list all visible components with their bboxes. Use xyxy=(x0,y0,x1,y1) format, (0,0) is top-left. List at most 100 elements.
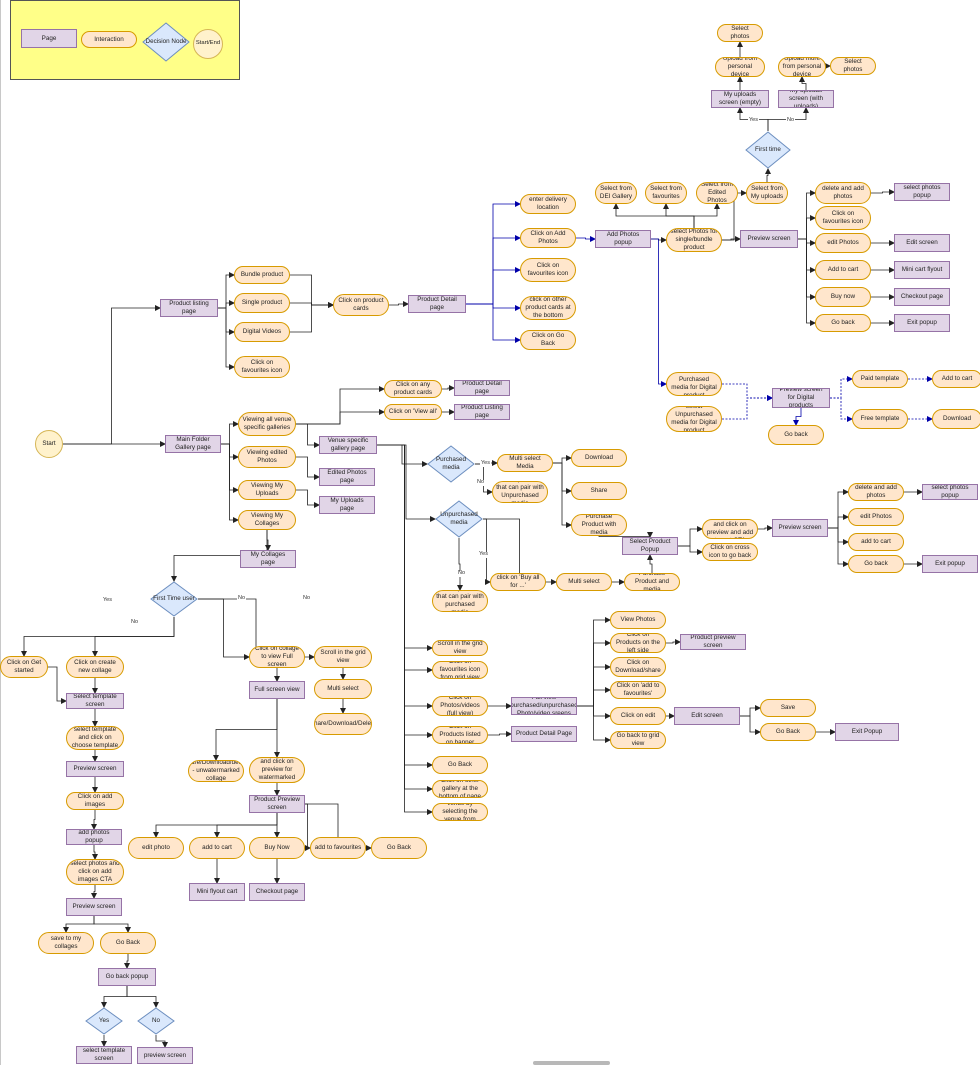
interaction-node-goback6: Go Back xyxy=(432,756,488,774)
interaction-node-clickcards: Click on product cards xyxy=(333,294,389,316)
interaction-node-selphaddimg: select photos and click on add images CT… xyxy=(66,859,124,885)
page-node-prodprevscr: Product Preview screen xyxy=(249,795,305,813)
interaction-node-clickaddfav: Click on 'add to favourites' xyxy=(610,681,666,699)
edge-prev1-to-favicon3 xyxy=(798,215,816,240)
edge-firstuser-to-clickcollfull xyxy=(198,598,250,660)
start-node-start: Start xyxy=(35,430,63,458)
edge-start-to-plp xyxy=(63,305,161,445)
page-node-plp: Product listing page xyxy=(160,299,218,317)
interaction-node-viewall: Viewing all venue specific galleries xyxy=(238,412,296,436)
page-node-minicart1: Mini cart flyout xyxy=(894,261,950,279)
edge-plp-to-favicon1 xyxy=(218,307,235,370)
horizontal-scrollbar[interactable] xyxy=(533,1061,610,1065)
page-node-miniflyout: Mini flyout cart xyxy=(189,883,245,901)
interaction-node-scrollgrid: Scroll in the grid view xyxy=(432,640,488,656)
interaction-node-addcart1: Add to cart xyxy=(815,260,871,280)
edge-gobackpopup-to-yesdec xyxy=(101,986,128,1008)
edge-multisel1-to-purchprod1 xyxy=(553,462,572,528)
page-node-addphpopup: Add Photos popup xyxy=(595,230,651,248)
edge-prevdig-to-paidtpl xyxy=(830,376,853,399)
interaction-node-checkpair2: Check products that can pair with purcha… xyxy=(432,590,488,612)
page-node-seltplscr2: select template screen xyxy=(76,1046,132,1064)
decision-node-yesdec: Yes xyxy=(85,1007,123,1035)
edge-bundle-to-clickcards xyxy=(290,274,334,308)
interaction-node-savecoll: save to my collages xyxy=(38,932,94,954)
page-node-prev3: Preview screen xyxy=(66,761,124,777)
page-node-prev2: Preview screen xyxy=(772,519,828,537)
edge-myupwith-to-uploadmore xyxy=(799,76,807,90)
interaction-node-save: Save xyxy=(760,699,816,717)
interaction-node-addcart2: Add to cart xyxy=(932,370,980,388)
page-node-plp2: Product Listing page xyxy=(454,404,510,420)
interaction-node-bundle: Bundle product xyxy=(234,266,290,284)
page-node-selphpopup2: select photos popup xyxy=(922,484,978,500)
edge-viewall-to-vsgp xyxy=(296,423,320,448)
interaction-node-editphoto3: edit photo xyxy=(128,837,184,859)
legend-box: Page Interaction Decision Node Start/End xyxy=(10,0,240,80)
page-node-vsgp: Venue specific gallery page xyxy=(319,436,377,454)
decision-node-unpurchmedia: Unpurchased media xyxy=(435,500,483,538)
interaction-node-uploadmore: Upload more from personal device xyxy=(778,57,826,77)
decision-label: No xyxy=(151,1017,161,1025)
edge-mfgp-to-viewall xyxy=(221,421,239,445)
edge-label-lbl_no3: No xyxy=(457,570,467,577)
interaction-node-uploadpers: Upload from personal device xyxy=(715,57,765,77)
edge-fullview-to-gobackgrid xyxy=(577,705,611,743)
decision-label: Unpurchased media xyxy=(440,511,478,526)
page-node-selprodpopup: Select Product Popup xyxy=(622,537,678,555)
interaction-node-clickedit: Click on edit xyxy=(610,707,666,725)
page-node-mycollpage: My Collages page xyxy=(240,550,296,568)
edge-selfordeal-to-seledit xyxy=(693,203,720,228)
edge-mfgp-to-viewcoll xyxy=(221,443,239,523)
decision-label: Yes xyxy=(98,1017,110,1025)
page-node-prevscr5: preview screen xyxy=(137,1047,193,1064)
edge-nodec-to-prevscr5 xyxy=(155,1035,168,1048)
edge-selprodpopup-to-selprodprev xyxy=(678,526,703,547)
edge-addphotos-to-addphpopup xyxy=(576,236,596,242)
page-node-editscr1: Edit screen xyxy=(894,234,950,252)
edge-selphaddimg-to-prev4 xyxy=(91,885,97,899)
page-node-prev4: Preview screen xyxy=(66,898,122,916)
page-node-myuppage: My Uploads page xyxy=(319,496,375,514)
interaction-node-addphotos: Click on Add Photos xyxy=(520,228,576,248)
interaction-node-share1: Share xyxy=(571,482,627,500)
page-node-exitpop2: Exit popup xyxy=(922,555,978,573)
interaction-node-scrollgrid2: Scroll in the grid view xyxy=(314,646,372,668)
edge-selpurch-to-prevdig xyxy=(722,383,773,401)
page-node-pdp2: Product Detail page xyxy=(454,380,510,396)
edge-prev4-to-savecoll xyxy=(63,916,95,933)
legend-start-end-shape: Start/End xyxy=(193,29,223,59)
decision-node-nodec: No xyxy=(137,1007,175,1035)
edge-uploadmore-to-selphotos2 xyxy=(825,63,831,69)
edge-selmyup-to-firsttime xyxy=(765,168,771,182)
page-node-mfgp: Main Folder Gallery page xyxy=(165,435,221,453)
page-node-gobackpopup: Go back popup xyxy=(98,968,156,986)
interaction-node-gobackgrid: Go back to grid view xyxy=(610,731,666,749)
edge-digvid-to-clickcards xyxy=(290,302,334,333)
edge-prev2-to-editph2 xyxy=(828,514,849,529)
interaction-node-addcart4: add to cart xyxy=(189,837,245,859)
edge-prevdig-to-goback3 xyxy=(793,408,802,426)
interaction-node-goback2: Go back xyxy=(815,314,871,332)
page-node-checkout1: Checkout page xyxy=(894,288,950,306)
edge-viewmyup-to-myuppage xyxy=(296,489,320,508)
interaction-node-clickdlshare: Click on Download/share xyxy=(610,657,666,677)
decision-node-firsttime: First time xyxy=(745,131,791,169)
interaction-node-digvid: Digital Videos xyxy=(234,322,290,342)
edge-clickany-to-pdp2 xyxy=(442,385,455,391)
edge-viewall-to-clickviewall xyxy=(296,409,385,425)
page-node-addphpopup2: add photos popup xyxy=(66,829,122,845)
edge-clickbanner-to-pdp3 xyxy=(488,731,512,737)
decision-node-purchmedia: Purchased media xyxy=(427,445,475,483)
edge-getstarted-to-seltplscr xyxy=(48,666,67,704)
edge-label-lbl_no2: No xyxy=(476,479,486,486)
edge-fullscreenview-to-sharedl1 xyxy=(213,699,278,761)
interaction-node-download2: Download xyxy=(571,449,627,467)
edge-unpurchmedia-to-checkpair2 xyxy=(457,538,463,591)
page-node-exitpop3: Exit Popup xyxy=(835,723,899,741)
decision-diamond xyxy=(435,500,483,538)
interaction-node-crossicon: Click on cross icon to go back xyxy=(702,543,758,561)
page-node-checkout2: Checkout page xyxy=(249,883,305,901)
interaction-node-selprodprev: Select a product and click on preview an… xyxy=(702,519,758,539)
